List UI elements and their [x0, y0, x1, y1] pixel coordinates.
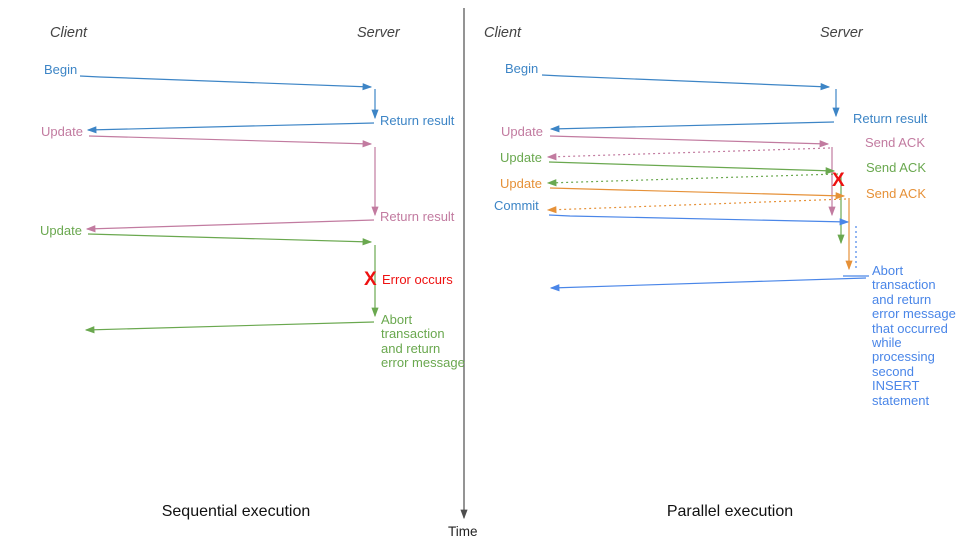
right-error-x-icon: X	[832, 170, 845, 191]
right-update-2-label: Update	[500, 150, 542, 165]
right-update2-ack-arrow	[546, 173, 839, 187]
right-update-3-label: Update	[500, 176, 542, 191]
left-abort-return-arrow	[84, 321, 375, 334]
left-update-2-label: Update	[40, 223, 82, 238]
left-begin-return-arrow	[86, 122, 375, 134]
right-abort-message: Abort transaction and return error messa…	[872, 263, 956, 408]
right-abort-line: statement	[872, 392, 930, 408]
left-begin-request-arrow	[79, 75, 373, 91]
right-abort-line: error message	[872, 306, 956, 322]
left-return-result-1-label: Return result	[380, 113, 455, 128]
left-abort-line: error message	[381, 355, 465, 371]
right-abort-line: second	[872, 363, 914, 379]
right-abort-return-arrow	[549, 277, 867, 292]
left-abort-line: and return	[381, 340, 441, 356]
right-update1-ack-arrow	[546, 147, 831, 161]
right-update3-request-arrow	[549, 187, 846, 200]
left-error-occurs-label: Error occurs	[382, 272, 453, 287]
right-begin-label: Begin	[505, 61, 539, 76]
left-update2-request-arrow	[87, 233, 373, 246]
left-abort-line: Abort	[381, 312, 413, 327]
left-update-1-label: Update	[41, 124, 83, 139]
right-update3-ack-arrow	[546, 198, 847, 214]
left-abort-line: transaction	[381, 326, 445, 342]
right-send-ack-3-label: Send ACK	[866, 186, 926, 201]
right-begin-request-arrow	[541, 74, 831, 91]
left-return-result-2-label: Return result	[380, 209, 455, 224]
right-abort-line: while	[872, 335, 902, 351]
right-send-ack-1-label: Send ACK	[865, 135, 925, 150]
right-client-header: Client	[484, 25, 522, 41]
left-abort-message: Abort transaction and return error messa…	[381, 312, 465, 371]
time-axis-label: Time	[448, 524, 478, 539]
right-update1-request-arrow	[549, 135, 830, 148]
right-abort-line: INSERT	[872, 378, 920, 394]
left-client-header: Client	[50, 25, 88, 41]
right-begin-return-arrow	[549, 121, 835, 133]
right-abort-line: that occurred	[872, 320, 948, 336]
left-panel-title: Sequential execution	[161, 503, 311, 520]
right-server-header: Server	[820, 25, 863, 41]
right-abort-line: transaction	[872, 277, 936, 293]
right-send-ack-2-label: Send ACK	[866, 160, 926, 175]
right-commit-label: Commit	[494, 198, 539, 213]
left-error-x-icon: X	[364, 269, 377, 290]
right-abort-line: and return	[872, 291, 932, 307]
right-abort-line: processing	[872, 349, 935, 365]
right-return-result-label: Return result	[853, 111, 928, 126]
right-panel-title: Parallel execution	[666, 503, 794, 520]
left-update1-return-arrow	[85, 219, 375, 233]
right-update2-request-arrow	[548, 161, 836, 175]
left-update1-request-arrow	[88, 135, 373, 148]
left-server-header: Server	[357, 25, 400, 41]
right-update-1-label: Update	[501, 124, 543, 139]
right-commit-request-arrow	[548, 214, 850, 226]
right-abort-line: Abort	[872, 263, 904, 278]
left-begin-label: Begin	[44, 62, 78, 77]
